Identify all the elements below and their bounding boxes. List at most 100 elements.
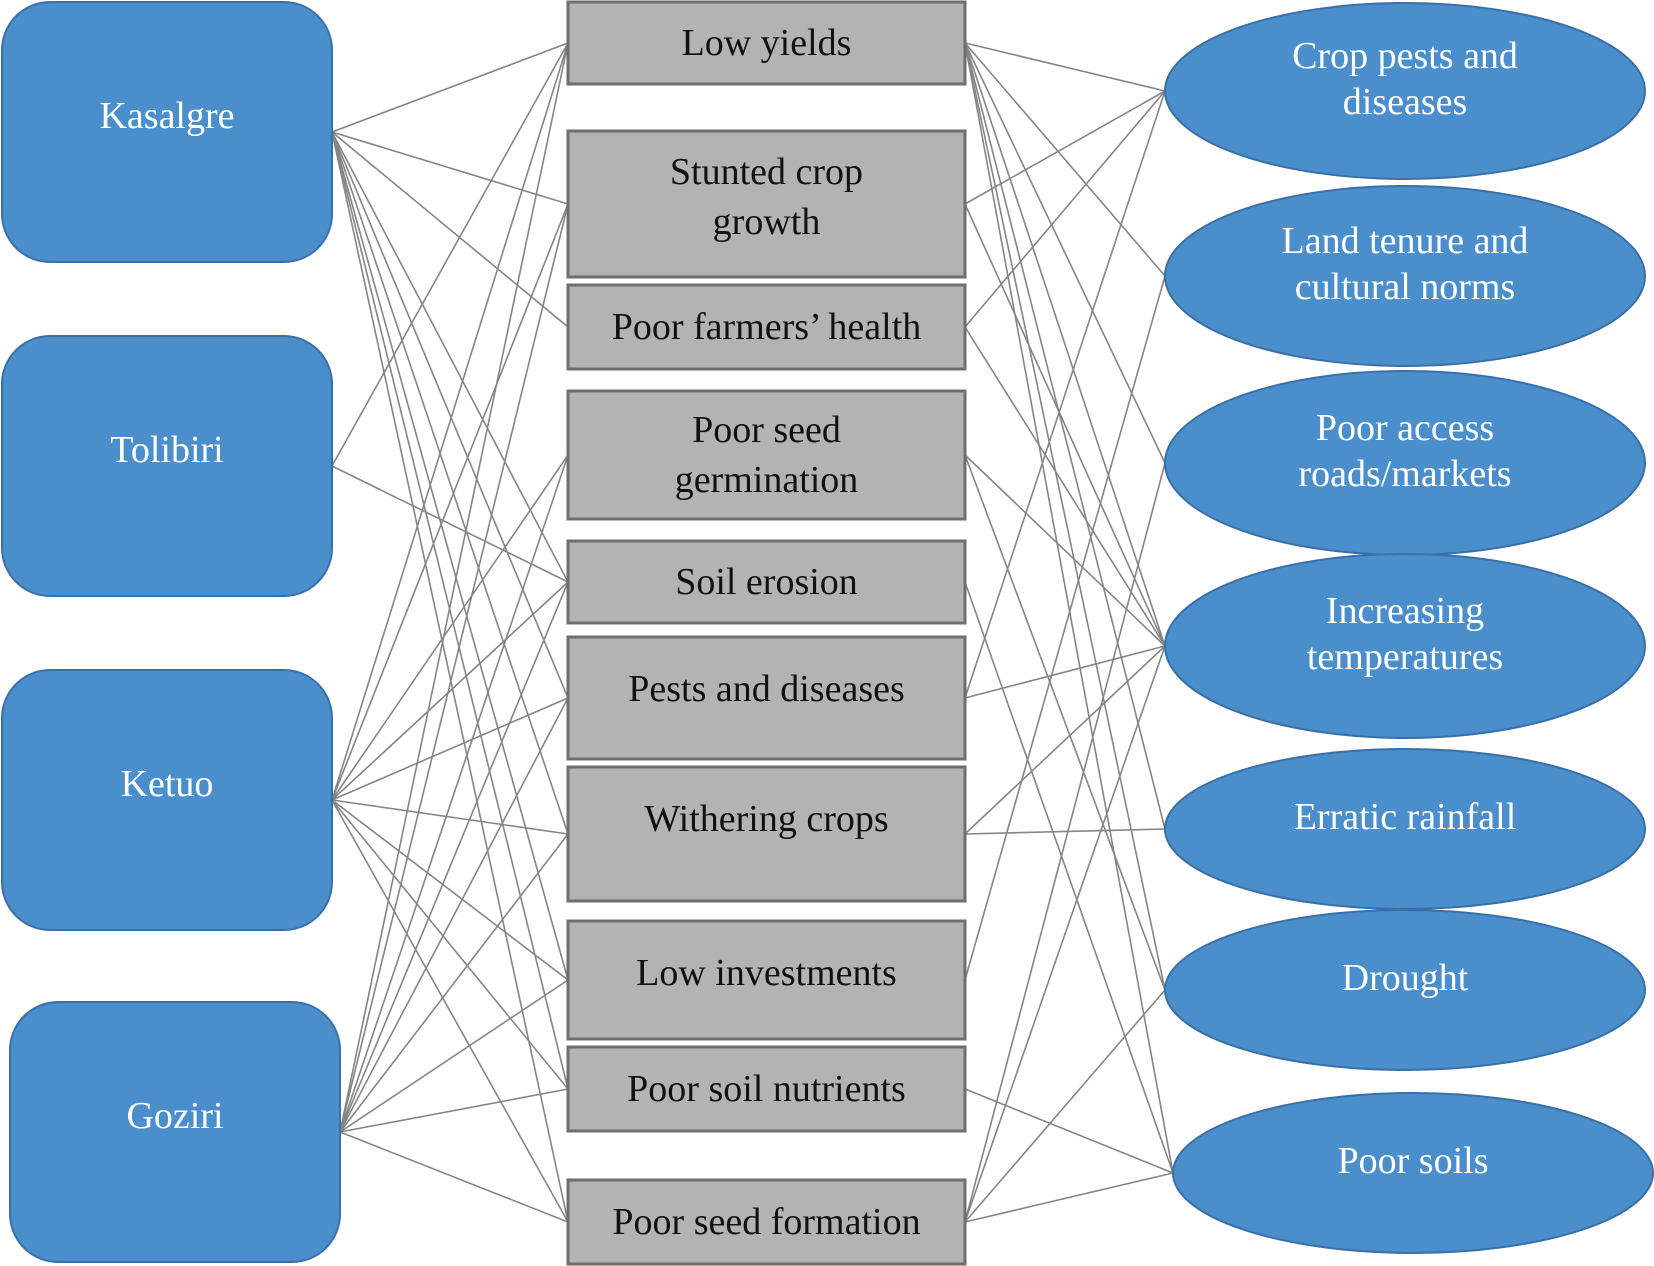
impact-node-stunted-crop-growth: Stunted crop growth	[566, 129, 967, 279]
driver-ellipse	[1172, 1092, 1654, 1254]
impact-label-line-1: Poor soil nutrients	[627, 1068, 906, 1110]
link-goziri-to-poor-soil-nutrients	[339, 1088, 569, 1133]
link-ketuo-to-withering-crops	[331, 799, 569, 835]
link-low-yields-to-drought	[964, 42, 1166, 991]
driver-label-line-1: Land tenure and	[1282, 220, 1529, 262]
impact-node-low-yields: Low yields	[566, 0, 967, 86]
impact-box	[566, 0, 967, 86]
impact-box	[566, 765, 967, 903]
link-poor-farmers-health-to-increasing-temperatures	[964, 326, 1166, 647]
impact-node-soil-erosion: Soil erosion	[566, 539, 967, 625]
link-low-yields-to-poor-access-roads-markets	[964, 42, 1166, 464]
link-withering-crops-to-erratic-rainfall	[964, 828, 1166, 835]
driver-node-erratic-rainfall: Erratic rainfall	[1164, 748, 1646, 910]
driver-label-line-1: Erratic rainfall	[1294, 796, 1517, 838]
driver-ellipse	[1164, 2, 1646, 180]
impact-box	[566, 1178, 967, 1266]
link-low-investments-to-land-tenure-and-cultural-norms	[964, 275, 1166, 981]
community-label: Kasalgre	[99, 95, 234, 137]
link-ketuo-to-poor-soil-nutrients	[331, 799, 569, 1090]
link-pests-and-diseases-to-increasing-temperatures	[964, 645, 1166, 699]
impact-box	[566, 635, 967, 761]
impact-node-poor-seed-formation: Poor seed formation	[566, 1178, 967, 1266]
link-soil-erosion-to-poor-soils	[964, 581, 1174, 1174]
link-tolibiri-to-low-yields	[331, 42, 569, 467]
community-node-tolibiri: Tolibiri	[1, 335, 333, 597]
link-goziri-to-low-investments	[339, 979, 569, 1133]
driver-label-line-1: Poor soils	[1338, 1140, 1489, 1182]
link-goziri-to-poor-seed-formation	[339, 1131, 569, 1223]
impact-label-line-1: Stunted crop	[670, 151, 863, 193]
link-ketuo-to-low-yields	[331, 42, 569, 801]
link-kasalgre-to-low-yields	[331, 42, 569, 133]
link-stunted-crop-growth-to-increasing-temperatures	[964, 203, 1166, 647]
impact-label-line-1: Soil erosion	[675, 561, 858, 603]
community-label: Tolibiri	[110, 429, 223, 471]
impact-node-withering-crops: Withering crops	[566, 765, 967, 903]
link-goziri-to-pests-and-diseases	[339, 697, 569, 1133]
link-low-yields-to-crop-pests-and-diseases	[964, 42, 1166, 92]
links-layer	[331, 42, 1174, 1223]
link-withering-crops-to-increasing-temperatures	[964, 645, 1166, 835]
driver-ellipse	[1164, 185, 1646, 367]
community-box	[1, 335, 333, 597]
driver-label-line-1: Drought	[1342, 957, 1469, 999]
link-pests-and-diseases-to-crop-pests-and-diseases	[964, 90, 1166, 699]
link-poor-soil-nutrients-to-poor-soils	[964, 1088, 1174, 1174]
link-poor-farmers-health-to-crop-pests-and-diseases	[964, 90, 1166, 328]
community-node-ketuo: Ketuo	[1, 669, 333, 931]
driver-label-line-1: Poor access	[1316, 407, 1494, 449]
link-goziri-to-low-yields	[339, 42, 569, 1133]
impact-box	[566, 1045, 967, 1133]
impact-box	[566, 389, 967, 521]
impact-node-poor-soil-nutrients: Poor soil nutrients	[566, 1045, 967, 1133]
link-ketuo-to-pests-and-diseases	[331, 697, 569, 801]
link-poor-seed-germination-to-drought	[964, 454, 1166, 991]
driver-ellipse	[1164, 553, 1646, 739]
impact-label-line-1: Withering crops	[644, 798, 888, 840]
link-ketuo-to-low-investments	[331, 799, 569, 981]
community-box	[9, 1001, 341, 1263]
link-ketuo-to-soil-erosion	[331, 581, 569, 801]
impact-node-low-investments: Low investments	[566, 919, 967, 1041]
driver-label-line-2: diseases	[1343, 81, 1468, 123]
link-poor-seed-formation-to-drought	[964, 989, 1166, 1223]
impact-box	[566, 283, 967, 371]
driver-node-drought: Drought	[1164, 909, 1646, 1071]
link-kasalgre-to-stunted-crop-growth	[331, 131, 569, 205]
driver-label-line-1: Increasing	[1326, 590, 1484, 632]
impact-label-line-2: growth	[713, 201, 821, 243]
link-goziri-to-withering-crops	[339, 833, 569, 1133]
impact-label-line-1: Low yields	[682, 22, 852, 64]
impact-node-poor-seed-germination: Poor seed germination	[566, 389, 967, 521]
community-box	[1, 669, 333, 931]
link-ketuo-to-poor-seed-germination	[331, 454, 569, 801]
link-kasalgre-to-low-investments	[331, 131, 569, 981]
driver-label-line-2: cultural norms	[1295, 266, 1516, 308]
link-poor-seed-formation-to-poor-soils	[964, 1172, 1174, 1223]
link-kasalgre-to-poor-farmers-health	[331, 131, 569, 328]
community-node-kasalgre: Kasalgre	[1, 1, 333, 263]
impact-label-line-1: Pests and diseases	[628, 668, 905, 710]
community-label: Goziri	[126, 1095, 223, 1137]
link-goziri-to-stunted-crop-growth	[339, 203, 569, 1133]
link-low-yields-to-poor-soils	[964, 42, 1174, 1174]
impact-box	[566, 129, 967, 279]
impact-box	[566, 919, 967, 1041]
link-goziri-to-poor-seed-germination	[339, 454, 569, 1133]
community-node-goziri: Goziri	[9, 1001, 341, 1263]
link-kasalgre-to-withering-crops	[331, 131, 569, 835]
link-ketuo-to-poor-seed-formation	[331, 799, 569, 1223]
impact-label-line-1: Low investments	[636, 952, 897, 994]
impact-label-line-1: Poor seed	[692, 409, 841, 451]
community-box	[1, 1, 333, 263]
impact-label-line-2: germination	[675, 459, 859, 501]
link-low-yields-to-increasing-temperatures	[964, 42, 1166, 647]
impact-node-pests-and-diseases: Pests and diseases	[566, 635, 967, 761]
